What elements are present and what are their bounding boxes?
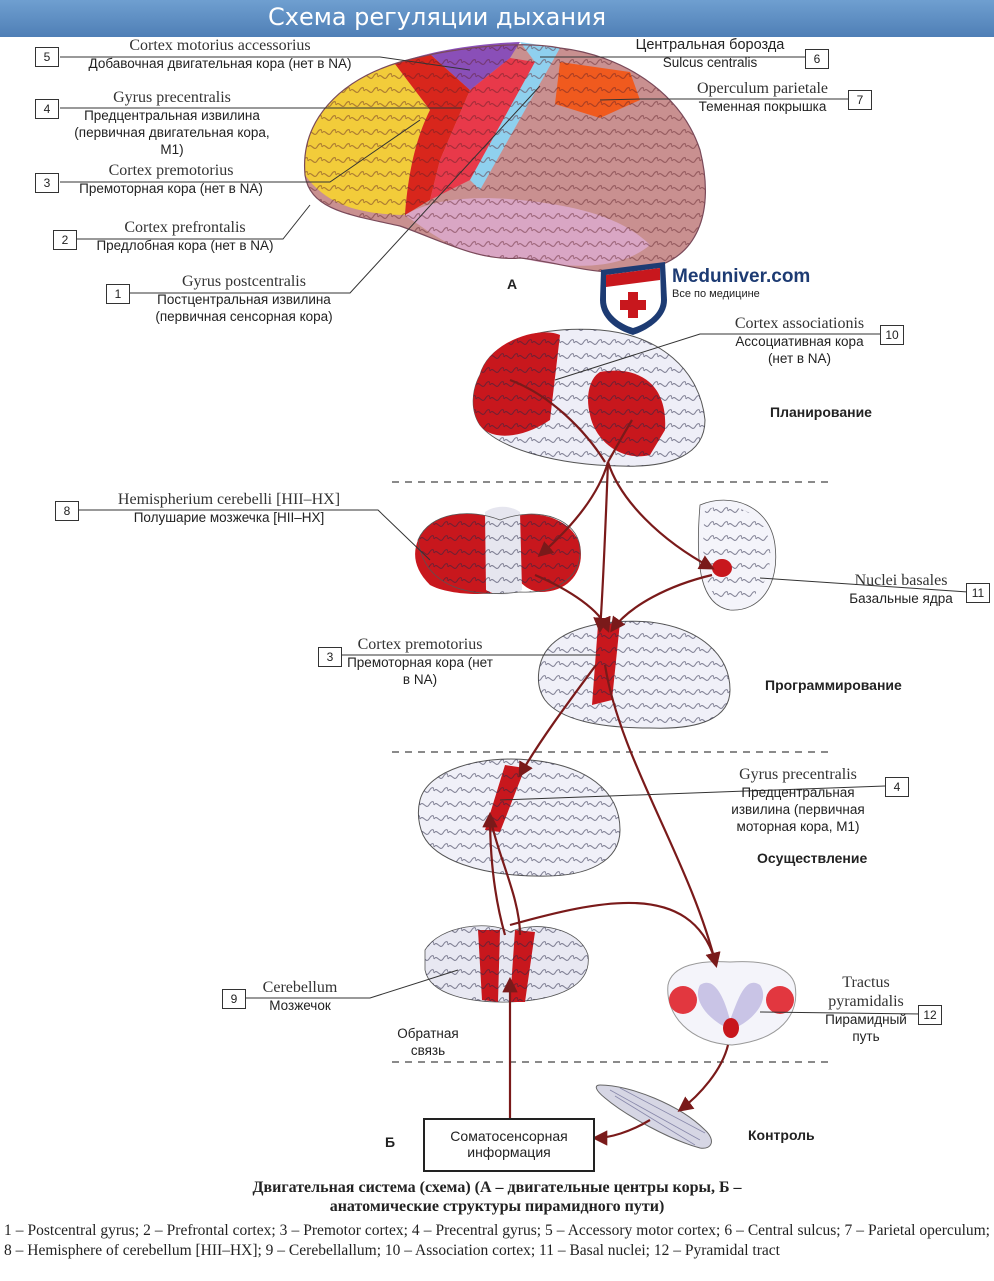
label-latin: Cortex associationis — [734, 315, 865, 332]
basal-nuclei-section — [697, 499, 777, 611]
somatosensory-box: Соматосенсорная информация — [423, 1118, 595, 1172]
label-central-sulcus: Центральная борозда Sulcus centralis — [612, 37, 808, 71]
meduniver-logo[interactable]: Meduniver.com Все по медицине — [672, 266, 810, 300]
stage-execution: Осуществление — [757, 850, 868, 866]
label-russian: Ассоциативная кора (нет в NA) — [735, 334, 864, 366]
stage-control: Контроль — [748, 1127, 815, 1143]
figure-letter-b: Б — [385, 1134, 396, 1150]
label-number: 12 — [918, 1005, 942, 1025]
label-cerebellum: Cerebellum Мозжечок — [250, 979, 350, 1014]
stage-programming: Программирование — [765, 677, 902, 693]
muscle-illustration — [595, 1084, 712, 1149]
label-latin: Operculum parietale — [696, 80, 829, 97]
label-russian: Добавочная двигательная кора (нет в NA) — [88, 56, 352, 71]
logo-tagline: Все по медицине — [672, 288, 760, 300]
label-latin: Cerebellum — [262, 979, 338, 996]
label-russian: Премоторная кора (нет в NA) — [347, 655, 493, 687]
label-latin: Hemispherium cerebelli [HII–HX] — [117, 491, 341, 508]
cerebellum-section — [424, 925, 589, 1003]
label-russian: Постцентральная извилина (первичная сенс… — [155, 292, 333, 324]
label-cerebellar-hemisphere: Hemispherium cerebelli [HII–HX] Полушари… — [100, 491, 358, 526]
label-russian: Теменная покрышка — [698, 99, 827, 114]
label-russian: Предлобная кора (нет в NA) — [96, 238, 274, 253]
label-number: 4 — [885, 777, 909, 797]
somatosensory-label: Соматосенсорная информация — [450, 1128, 568, 1160]
leader-lines-b — [78, 333, 969, 1015]
label-precentral-b: Gyrus precentralis Предцентральная извил… — [712, 766, 884, 835]
label-latin: Gyrus precentralis — [113, 89, 231, 106]
spinal-cord-section — [667, 961, 797, 1046]
label-latin: Sulcus centralis — [662, 55, 758, 70]
pathway-arrows — [482, 378, 730, 1146]
label-latin: Cortex motorius accessorius — [129, 37, 311, 54]
caption-text: Двигательная система (схема) (А – двигат… — [252, 1179, 742, 1215]
figure-caption: Двигательная система (схема) (А – двигат… — [0, 1178, 994, 1216]
label-basal-nuclei: Nuclei basales Базальные ядра — [836, 572, 966, 607]
page-title: Схема регуляции дыхания — [268, 3, 607, 31]
label-latin: Cortex premotorius — [357, 636, 483, 653]
title-bar: Схема регуляции дыхания — [0, 0, 994, 37]
stage-separators — [392, 481, 830, 1063]
feedback-label: Обратная связь — [397, 1026, 459, 1058]
label-latin: Nuclei basales — [854, 572, 948, 589]
label-latin: Gyrus precentralis — [739, 766, 857, 783]
legend-text: 1 – Postcentral gyrus; 2 – Prefrontal co… — [4, 1222, 990, 1259]
label-number: 10 — [880, 325, 904, 345]
label-pyramidal-tract: Tractus pyramidalis Пирамидный путь — [816, 973, 916, 1045]
label-number: 2 — [53, 230, 77, 250]
label-number: 8 — [55, 501, 79, 521]
label-latin: Cortex prefrontalis — [124, 219, 246, 236]
label-number: 4 — [35, 99, 59, 119]
label-number: 5 — [35, 47, 59, 67]
label-prefrontal: Cortex prefrontalis Предлобная кора (нет… — [80, 219, 290, 254]
brain-lateral-figure-a — [304, 42, 706, 273]
figure-letter-a: А — [507, 276, 518, 292]
label-number: 3 — [318, 647, 342, 667]
brain-premotor — [537, 620, 731, 729]
label-accessory-motor: Cortex motorius accessorius Добавочная д… — [60, 37, 380, 72]
label-number: 6 — [805, 49, 829, 69]
label-latin: Gyrus postcentralis — [182, 273, 306, 290]
brain-precentral — [417, 758, 621, 877]
label-russian: Мозжечок — [269, 998, 331, 1013]
logo-name: Meduniver.com — [672, 266, 811, 287]
label-number: 11 — [966, 583, 990, 603]
label-parietal-operculum: Operculum parietale Теменная покрышка — [680, 80, 845, 115]
label-russian: Центральная борозда — [635, 37, 785, 53]
meduniver-logo-shield — [600, 262, 667, 335]
label-number: 7 — [848, 90, 872, 110]
label-russian: Предцентральная извилина (первичная двиг… — [74, 108, 270, 157]
label-premotor: Cortex premotorius Премоторная кора (нет… — [62, 162, 280, 197]
leader-lines-a — [60, 56, 848, 294]
label-association-cortex: Cortex associationis Ассоциативная кора … — [722, 315, 877, 367]
label-russian: Предцентральная извилина (первичная мото… — [731, 785, 865, 834]
label-number: 3 — [35, 173, 59, 193]
brain-association-cortex — [472, 328, 706, 467]
cerebellum-hemisphere-section — [415, 506, 581, 595]
label-latin: Cortex premotorius — [108, 162, 234, 179]
label-russian: Базальные ядра — [849, 591, 953, 606]
label-number: 1 — [106, 284, 130, 304]
label-postcentral: Gyrus postcentralis Постцентральная изви… — [135, 273, 353, 325]
label-latin: Tractus pyramidalis — [828, 974, 904, 1010]
label-russian: Пирамидный путь — [825, 1012, 907, 1044]
label-precentral: Gyrus precentralis Предцентральная извил… — [62, 89, 282, 158]
stage-planning: Планирование — [770, 404, 872, 420]
label-premotor-b: Cortex premotorius Премоторная кора (нет… — [345, 636, 495, 688]
label-russian: Премоторная кора (нет в NA) — [79, 181, 263, 196]
label-russian: Полушарие мозжечка [HII–HX] — [133, 510, 325, 525]
label-number: 9 — [222, 989, 246, 1009]
